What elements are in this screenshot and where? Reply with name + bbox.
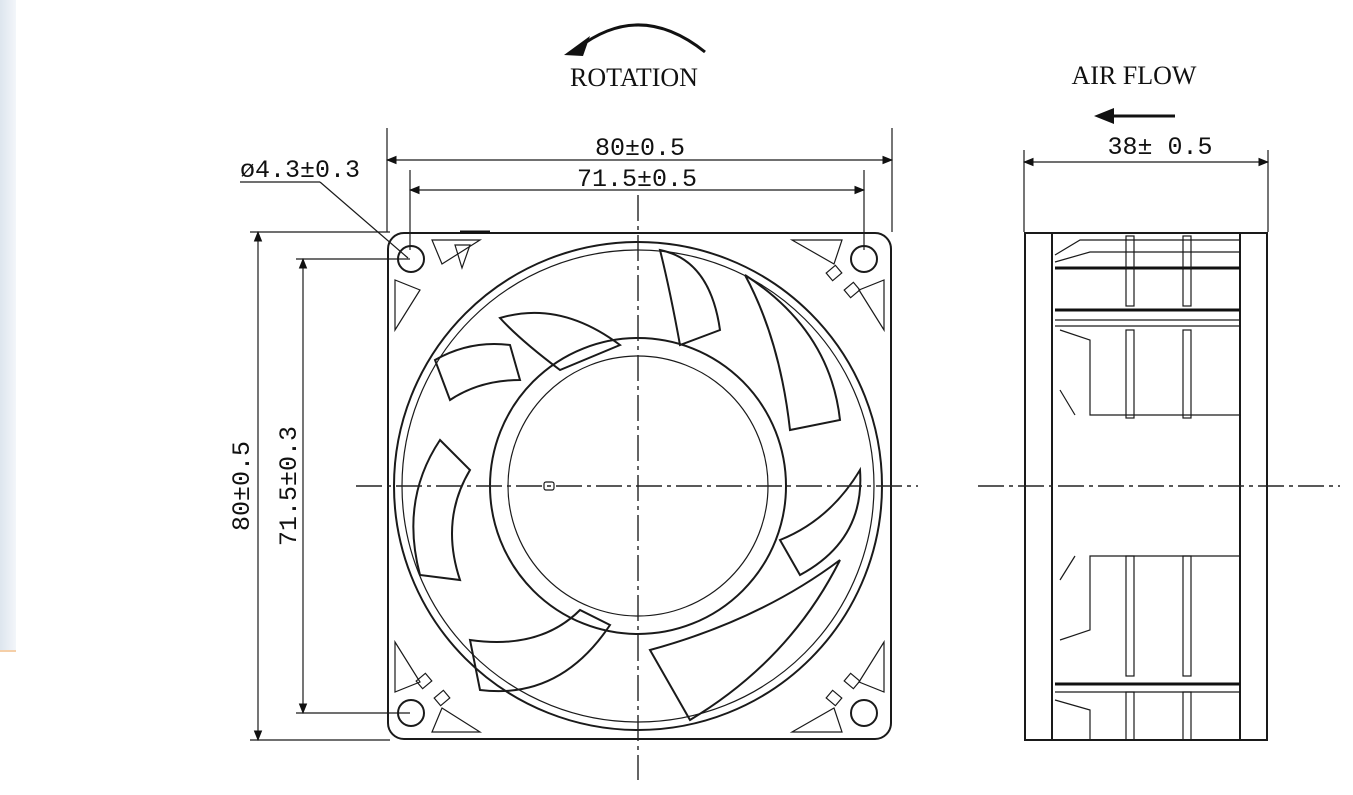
mount-hole-top-left xyxy=(397,245,425,273)
height-hole-dimension: 71.5±0.3 xyxy=(275,426,304,546)
rotation-label: ROTATION xyxy=(570,63,698,92)
air-flow-label: AIR FLOW xyxy=(1072,61,1197,90)
left-edge-strip xyxy=(0,0,16,650)
height-outer-dimension: 80±0.5 xyxy=(228,441,257,531)
side-dimensions xyxy=(1022,150,1270,232)
mount-hole-bottom-right xyxy=(850,699,878,727)
mount-hole-bottom-left xyxy=(397,699,425,727)
depth-dimension: 38± 0.5 xyxy=(1107,133,1212,162)
left-edge-accent xyxy=(0,650,16,652)
width-outer-dimension: 80±0.5 xyxy=(595,134,685,163)
front-dimensions xyxy=(240,128,894,742)
hole-diameter-dimension: ø4.3±0.3 xyxy=(240,156,360,185)
width-hole-dimension: 71.5±0.5 xyxy=(577,165,697,194)
air-flow-arrow-icon xyxy=(1094,108,1175,124)
mount-hole-top-right xyxy=(850,245,878,273)
rotation-arrow-icon xyxy=(564,23,706,56)
